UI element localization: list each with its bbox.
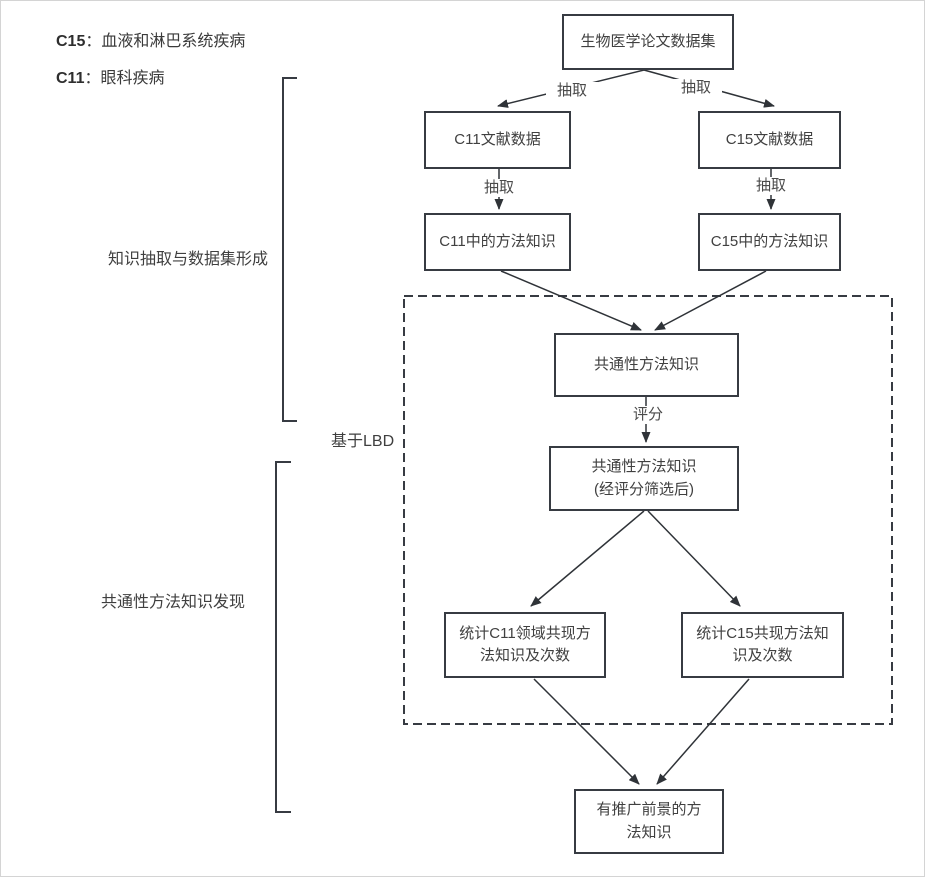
legend-item-c15: C15：血液和淋巴系统疾病 — [56, 27, 245, 51]
node-result-label: 有推广前景的方法知识 — [596, 801, 702, 841]
node-filtered: 共通性方法知识 (经评分筛选后) — [549, 446, 739, 511]
legend-code-c11: C11 — [56, 70, 85, 87]
legend-desc-c15: 血液和淋巴系统疾病 — [101, 33, 246, 50]
node-stat-c15: 统计C15共现方法知识及次数 — [681, 612, 844, 678]
edge-c15method-to-common — [654, 270, 767, 331]
edge-label-extract-c11: 抽取 — [473, 179, 525, 197]
edge-label-extract-topleft: 抽取 — [546, 82, 598, 100]
legend-sep-c11: ： — [84, 70, 101, 87]
node-stat-c11: 统计C11领域共现方法知识及次数 — [444, 612, 606, 678]
node-c11-data-label: C11文献数据 — [454, 130, 541, 148]
edge-filtered-to-statc11 — [530, 510, 645, 607]
node-c15-data: C15文献数据 — [698, 111, 841, 169]
node-c15-method: C15中的方法知识 — [698, 213, 841, 271]
legend-sep-c15: ： — [85, 33, 102, 50]
node-common-label: 共通性方法知识 — [593, 355, 699, 373]
node-c15-method-label: C15中的方法知识 — [710, 232, 829, 250]
edge-label-score: 评分 — [622, 406, 674, 424]
node-stat-c11-label: 统计C11领域共现方法知识及次数 — [459, 624, 591, 665]
edge-filtered-to-statc15 — [647, 510, 741, 607]
node-dataset: 生物医学论文数据集 — [562, 14, 734, 70]
node-c11-method: C11中的方法知识 — [424, 213, 571, 271]
lbd-label: 基于LBD — [331, 433, 395, 450]
edge-c11method-to-common — [500, 270, 642, 331]
stage1-label: 知识抽取与数据集形成 — [108, 251, 269, 268]
edge-label-extract-c15: 抽取 — [745, 177, 797, 195]
edge-statc15-to-result — [656, 678, 750, 785]
stage2-bracket — [275, 461, 291, 813]
node-common: 共通性方法知识 — [554, 333, 739, 397]
node-stat-c15-label: 统计C15共现方法知识及次数 — [696, 624, 829, 665]
legend-item-c11: C11：眼科疾病 — [56, 64, 165, 88]
node-dataset-label: 生物医学论文数据集 — [580, 32, 716, 50]
legend-desc-c11: 眼科疾病 — [100, 70, 165, 87]
node-result: 有推广前景的方法知识 — [574, 789, 724, 854]
node-c15-data-label: C15文献数据 — [725, 130, 814, 148]
node-c11-method-label: C11中的方法知识 — [439, 232, 556, 250]
stage2-label: 共通性方法知识发现 — [101, 594, 246, 611]
edge-statc11-to-result — [533, 678, 640, 785]
node-filtered-label-line2: (经评分筛选后) — [594, 480, 694, 498]
legend-code-c15: C15 — [56, 33, 86, 50]
node-filtered-label-line1: 共通性方法知识 — [591, 458, 697, 475]
edge-label-extract-topright: 抽取 — [670, 79, 722, 97]
stage1-bracket — [282, 77, 297, 422]
node-c11-data: C11文献数据 — [424, 111, 571, 169]
lbd-dashed-region — [403, 295, 893, 725]
